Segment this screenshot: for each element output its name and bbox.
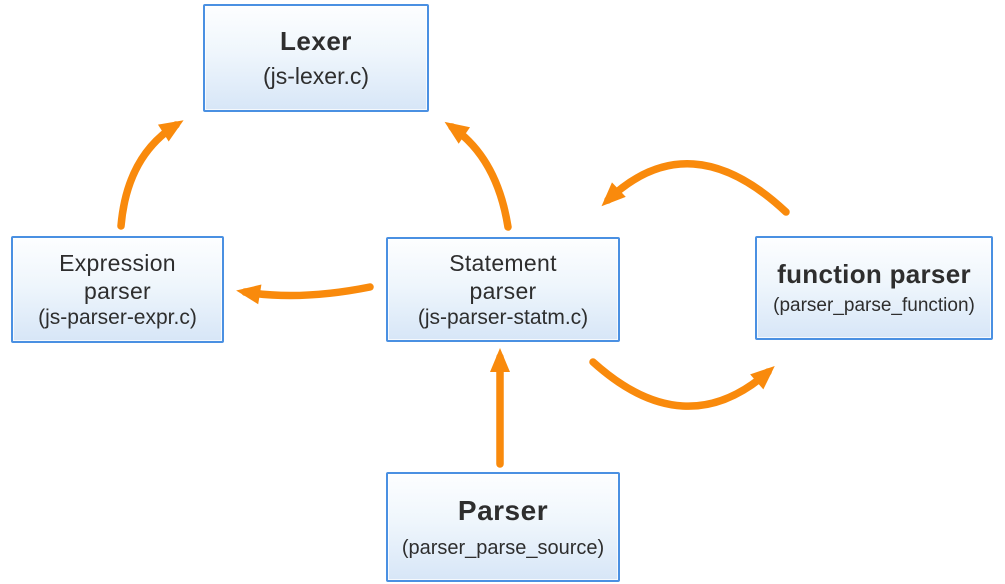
node-function-parser-title: function parser [777,259,971,290]
node-function-parser: function parser (parser_parse_function) [755,236,993,340]
node-function-parser-subtitle: (parser_parse_function) [773,294,975,316]
node-lexer-title: Lexer [280,26,352,57]
arrow-statement-parser-to-lexer [444,121,512,231]
node-statement-parser-title-line1: Statement [449,249,557,276]
node-parser-subtitle: (parser_parse_source) [401,536,605,559]
node-expression-parser-subtitle: (js-parser-expr.c) [38,305,197,329]
node-statement-parser-title-line2: parser [469,277,537,304]
node-expression-parser: Expression parser (js-parser-expr.c) [11,236,224,343]
node-expression-parser-title-line1: Expression [59,249,176,276]
node-lexer: Lexer (js-lexer.c) [203,4,429,112]
arrow-statement-parser-to-function-parser [589,358,775,410]
node-statement-parser: Statement parser (js-parser-statm.c) [386,237,620,342]
node-parser-title: Parser [457,494,549,526]
node-statement-parser-subtitle: (js-parser-statm.c) [417,305,589,329]
arrow-function-parser-to-statement-parser [601,160,790,216]
node-lexer-subtitle: (js-lexer.c) [262,62,370,89]
node-parser: Parser (parser_parse_source) [386,472,620,582]
node-expression-parser-title-line2: parser [84,277,151,304]
arrow-expression-parser-to-lexer [117,120,184,230]
arrow-statement-parser-to-expression-parser [236,283,374,305]
